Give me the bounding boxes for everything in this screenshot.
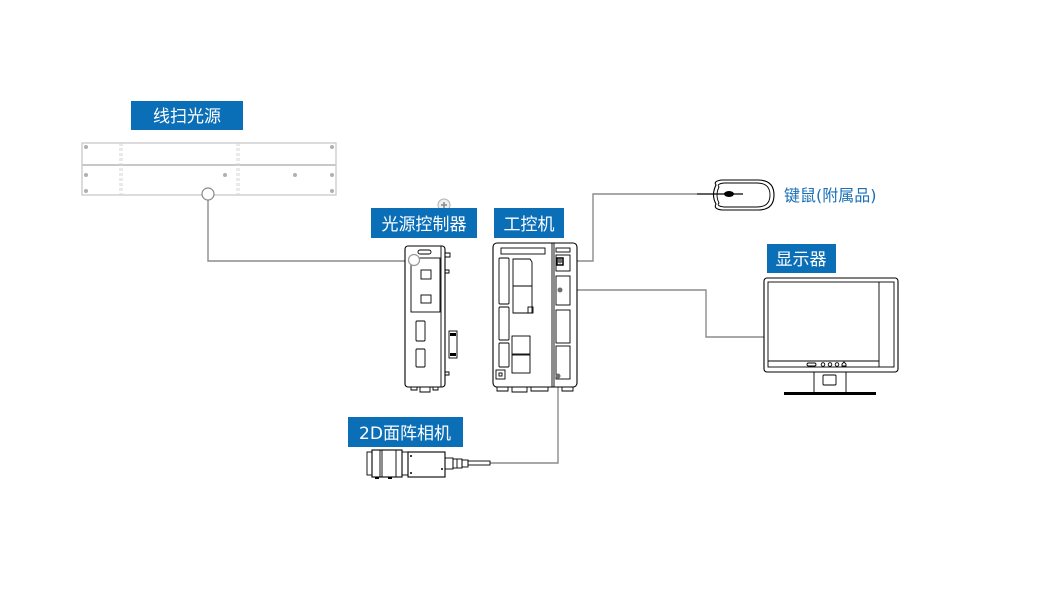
keyboard-mouse-label: 键鼠(附属品) — [784, 186, 877, 205]
label-box — [348, 417, 463, 447]
line-scan-light[interactable]: 线扫光源 — [81, 101, 337, 201]
ipc-label: 工控机 — [504, 215, 555, 235]
industrial-pc-icon — [492, 242, 578, 393]
wire-ipc-to-monitor — [560, 289, 765, 338]
wire-ipc-to-mouse — [560, 193, 697, 262]
area-camera[interactable]: 2D面阵相机 — [348, 417, 491, 479]
monitor[interactable]: 显示器 — [763, 244, 899, 395]
connection-wires — [207, 193, 765, 464]
light-controller-label: 光源控制器 — [382, 215, 467, 235]
mouse-icon — [697, 179, 775, 211]
light-controller-icon — [404, 245, 458, 393]
label-box — [371, 208, 477, 238]
line-scan-light-icon — [81, 142, 337, 201]
monitor-icon — [763, 277, 899, 395]
label-box — [131, 101, 243, 130]
area-camera-icon — [366, 449, 491, 479]
camera-label: 2D面阵相机 — [359, 424, 451, 444]
label-box — [767, 244, 836, 273]
label-box — [494, 208, 564, 238]
line-light-label: 线扫光源 — [153, 107, 221, 127]
monitor-label: 显示器 — [776, 250, 827, 270]
keyboard-mouse[interactable]: 键鼠(附属品) — [697, 179, 877, 211]
wire-light-to-controller — [207, 199, 414, 262]
wire-ipc-to-camera — [490, 377, 559, 464]
industrial-pc[interactable]: 工控机 — [492, 208, 578, 393]
light-controller[interactable]: 光源控制器 — [371, 208, 477, 393]
